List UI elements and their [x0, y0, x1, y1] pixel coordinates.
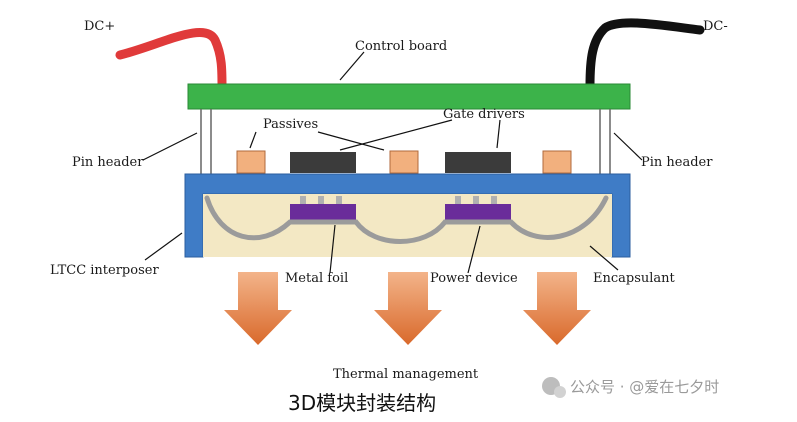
label-pin-header-right: Pin header — [641, 155, 713, 170]
label-ltcc-interposer: LTCC interposer — [50, 263, 159, 278]
watermark-text: 公众号 · @爱在七夕时 — [570, 378, 719, 396]
power-device — [445, 204, 511, 222]
control-board — [187, 83, 631, 110]
gate-driver-chip — [290, 152, 356, 173]
power-device — [290, 204, 356, 222]
label-thermal-management: Thermal management — [333, 367, 479, 382]
wechat-watermark: 公众号 · @爱在七夕时 — [542, 377, 719, 398]
passive-component — [236, 150, 266, 174]
label-encapsulant: Encapsulant — [593, 271, 676, 286]
passive-component — [542, 150, 572, 174]
gate-driver-chip — [445, 152, 511, 173]
metal-foil — [204, 195, 609, 244]
label-control-board: Control board — [355, 39, 447, 54]
thermal-arrow-left — [224, 272, 292, 345]
label-passives: Passives — [263, 117, 318, 132]
thermal-arrow-center — [374, 272, 442, 345]
label-dc-plus: DC+ — [84, 19, 115, 34]
device-bumps — [300, 196, 497, 204]
label-dc-minus: DC- — [703, 19, 728, 34]
wechat-icon-small — [554, 386, 566, 398]
label-pin-header-left: Pin header — [72, 155, 144, 170]
leader-lines — [142, 51, 643, 274]
pin-header-left — [200, 109, 212, 175]
passive-component — [389, 150, 419, 174]
thermal-arrow-right — [523, 272, 591, 345]
label-gate-drivers: Gate drivers — [443, 107, 525, 122]
dc-plus-wire — [115, 27, 227, 91]
label-power-device: Power device — [430, 271, 518, 286]
label-metal-foil: Metal foil — [285, 271, 348, 286]
figure-caption: 3D模块封装结构 — [288, 391, 436, 415]
pin-header-right — [599, 109, 611, 175]
dc-minus-wire — [585, 18, 705, 91]
encapsulant — [203, 194, 612, 257]
